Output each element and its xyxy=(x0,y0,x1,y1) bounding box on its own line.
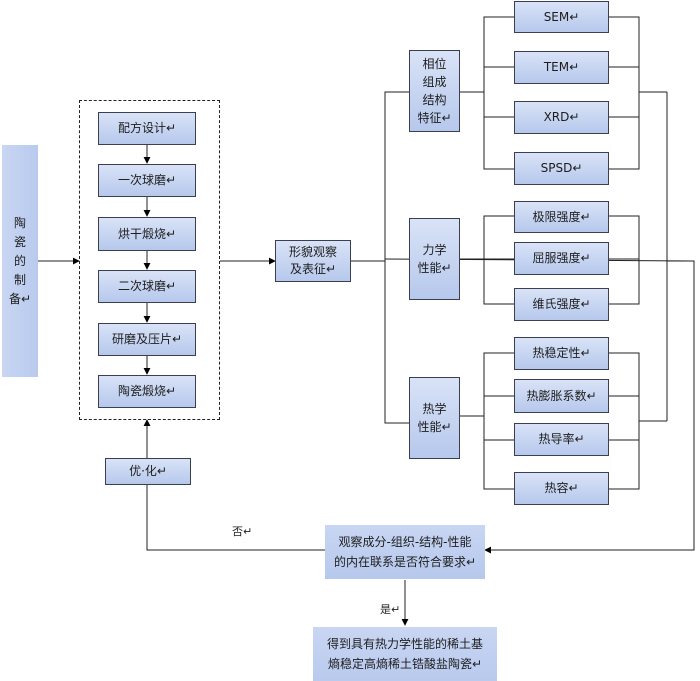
process-step-first-ball-milling: 一次球磨↵ xyxy=(98,164,196,197)
item-thermal-conductivity: 热导率↵ xyxy=(514,423,609,456)
item-label: SPSD↵ xyxy=(540,161,583,175)
item-label: 屈服强度↵ xyxy=(532,251,591,265)
optimize-box: 优·化↵ xyxy=(105,458,191,485)
no-label: 否↵ xyxy=(232,525,253,538)
process-step-label: 研磨及压片↵ xyxy=(111,332,183,346)
process-step-grinding-pressing: 研磨及压片↵ xyxy=(98,323,196,356)
item-thermal-expansion: 热膨胀系数↵ xyxy=(514,379,609,413)
item-label: 极限强度↵ xyxy=(532,209,591,224)
process-step-drying-calcining: 烘干煅烧↵ xyxy=(98,217,196,251)
mechanical-properties-label: 力学 性能↵ xyxy=(417,243,452,275)
decision-box: 观察成分-组织-结构-性能 的内在联系是否符合要求↵ xyxy=(325,525,485,579)
item-tem: TEM↵ xyxy=(514,51,609,84)
preparation-process-group xyxy=(79,100,220,420)
item-thermal-stability: 热稳定性↵ xyxy=(514,337,609,370)
item-label: XRD↵ xyxy=(543,110,580,124)
result-box: 得到具有热力学性能的稀土基 熵稳定高熵稀土锆酸盐陶瓷↵ xyxy=(313,627,497,681)
decision-label: 观察成分-组织-结构-性能 的内在联系是否符合要求↵ xyxy=(333,535,477,569)
process-step-label: 一次球磨↵ xyxy=(117,173,177,187)
item-label: SEM↵ xyxy=(543,9,580,24)
yes-label: 是↵ xyxy=(380,603,401,616)
phase-structure-box: 相位 组成 结构 特征↵ xyxy=(409,50,460,132)
item-label: 热导率↵ xyxy=(538,432,585,446)
item-yield-strength: 屈服强度↵ xyxy=(514,242,609,275)
thermal-properties-box: 热学 性能↵ xyxy=(409,377,460,459)
item-label: 热稳定性↵ xyxy=(532,346,591,360)
process-step-label: 陶瓷煅烧↵ xyxy=(117,384,177,398)
thermal-properties-label: 热学 性能↵ xyxy=(417,402,452,434)
process-step-label: 二次球磨↵ xyxy=(117,279,177,293)
item-sem: SEM↵ xyxy=(514,1,609,33)
item-label: 热容↵ xyxy=(544,481,579,495)
phase-structure-label: 相位 组成 结构 特征↵ xyxy=(417,57,452,125)
item-label: 热膨胀系数↵ xyxy=(526,388,597,403)
item-heat-capacity: 热容↵ xyxy=(514,472,609,505)
process-step-ceramic-sintering: 陶瓷煅烧↵ xyxy=(98,375,196,408)
process-step-second-ball-milling: 二次球磨↵ xyxy=(98,270,196,303)
item-spsd: SPSD↵ xyxy=(514,152,609,185)
optimize-label: 优·化↵ xyxy=(129,464,167,478)
process-step-label: 烘干煅烧↵ xyxy=(117,226,177,241)
item-label: 维氏强度↵ xyxy=(532,297,591,311)
item-xrd: XRD↵ xyxy=(514,101,609,134)
item-vickers-strength: 维氏强度↵ xyxy=(514,288,609,321)
item-label: TEM↵ xyxy=(543,60,580,74)
item-ultimate-strength: 极限强度↵ xyxy=(514,201,609,233)
mechanical-properties-box: 力学 性能↵ xyxy=(409,218,460,300)
morphology-observation-box: 形貌观察 及表征↵ xyxy=(275,240,351,282)
ceramic-preparation-text: 陶 瓷 的 制 备↵ xyxy=(8,215,32,306)
morphology-observation-label: 形貌观察 及表征↵ xyxy=(288,245,337,276)
process-step-formula-design: 配方设计↵ xyxy=(98,112,196,145)
ceramic-preparation-label: 陶 瓷 的 制 备↵ xyxy=(2,145,38,377)
result-label: 得到具有热力学性能的稀土基 熵稳定高熵稀土锆酸盐陶瓷↵ xyxy=(326,637,483,671)
process-step-label: 配方设计↵ xyxy=(117,121,177,135)
